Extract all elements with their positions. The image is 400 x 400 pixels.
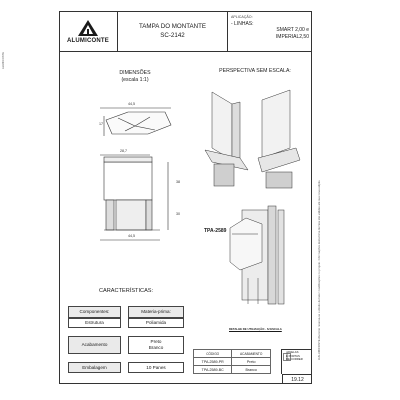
page-number: 19.12 [282,374,312,384]
table-row: TPA-2589-BC Branco [192,365,271,374]
table-row: TPA-2589-PR Preto [192,357,271,366]
finish-cell: Branco [231,365,271,374]
structure-label: Estrutura [68,318,121,328]
finish-white: Branco [148,345,164,350]
package-label: Embalagem [68,362,121,373]
finish-column-header: ACABAMENTO [231,349,271,358]
product-line-3: DE CORRER [286,357,303,361]
usage-detail-drawing [229,205,285,305]
application-box: APLICAÇÃO: - LINHAS: SMART 2,00 e IMPERI… [228,11,312,52]
application-lines: - LINHAS: [231,20,254,27]
perspective-left-drawing [204,91,249,187]
finish-black: Preto [150,339,162,344]
package-value: 10 Panes [128,362,184,373]
product-line-2: E PORTAS [286,353,300,358]
perspective-title: PERSPECTIVA SEM ESCALA: [219,68,291,74]
product-line-1: JANELAS [286,350,299,354]
perspective-right-drawing [257,89,301,189]
dim-top-depth: 17 [99,122,103,126]
code-column-header: CÓDIGO [192,349,233,358]
dimensions-scale: (escala 1:1) [121,76,149,83]
product-line-box [281,349,312,374]
side-view-drawing [100,154,169,241]
product-name: TAMPA DO MONTANTE [138,23,207,30]
codes-table: CÓDIGO ACABAMENTO TPA-2589-PR Preto TPA-… [192,349,271,374]
material-label: Materia-prima: [128,306,184,318]
application-smart: SMART 2,00 e [276,27,309,33]
components-label: Componentes: [68,306,121,318]
product-line-text: JANELAS E PORTAS DE CORRER [286,350,303,362]
finish-values: Preto Branco [128,336,184,354]
technical-sheet [59,11,312,384]
dim-bottom-width: 44,5 [128,234,135,238]
brand-name: ALUMICONTE [67,37,109,44]
top-view-drawing [100,107,172,136]
characteristics-title: CARACTERÍSTICAS: [99,288,154,294]
finish-cell: Preto [231,357,271,366]
dim-side-h2: 30 [176,212,180,216]
finish-label: Acabamento [68,336,121,354]
dimensions-heading: DIMENSÕES [119,70,151,76]
code-cell: TPA-2589-PR [192,357,233,366]
logo-icon [78,19,98,36]
dimensions-title: DIMENSÕES (escala 1:1) [105,70,165,83]
material-value: Poliamida [128,318,184,328]
product-title: TAMPA DO MONTANTE SC-2142 [118,11,228,52]
code-cell: TPA-2589-BC [192,365,233,374]
window-icon [283,353,291,361]
usage-detail-label: DETALHE DE UTILIZAÇÃO - S/ ESCALA [229,327,282,331]
dim-side-h1: 38 [176,180,180,184]
codes-header-row: CÓDIGO ACABAMENTO [192,349,271,358]
application-label: APLICAÇÃO: [231,15,253,19]
product-code: SC-2142 [160,32,185,39]
part-code-label: TPA-2589 [204,228,227,234]
dim-top-width: 44,5 [128,102,135,106]
brand-logo: ALUMICONTE [59,11,118,52]
header: ALUMICONTE TAMPA DO MONTANTE SC-2142 APL… [59,11,312,52]
application-imperial: IMPERIAL2,50 [275,33,309,40]
dim-side-width: 28,7 [120,149,127,153]
